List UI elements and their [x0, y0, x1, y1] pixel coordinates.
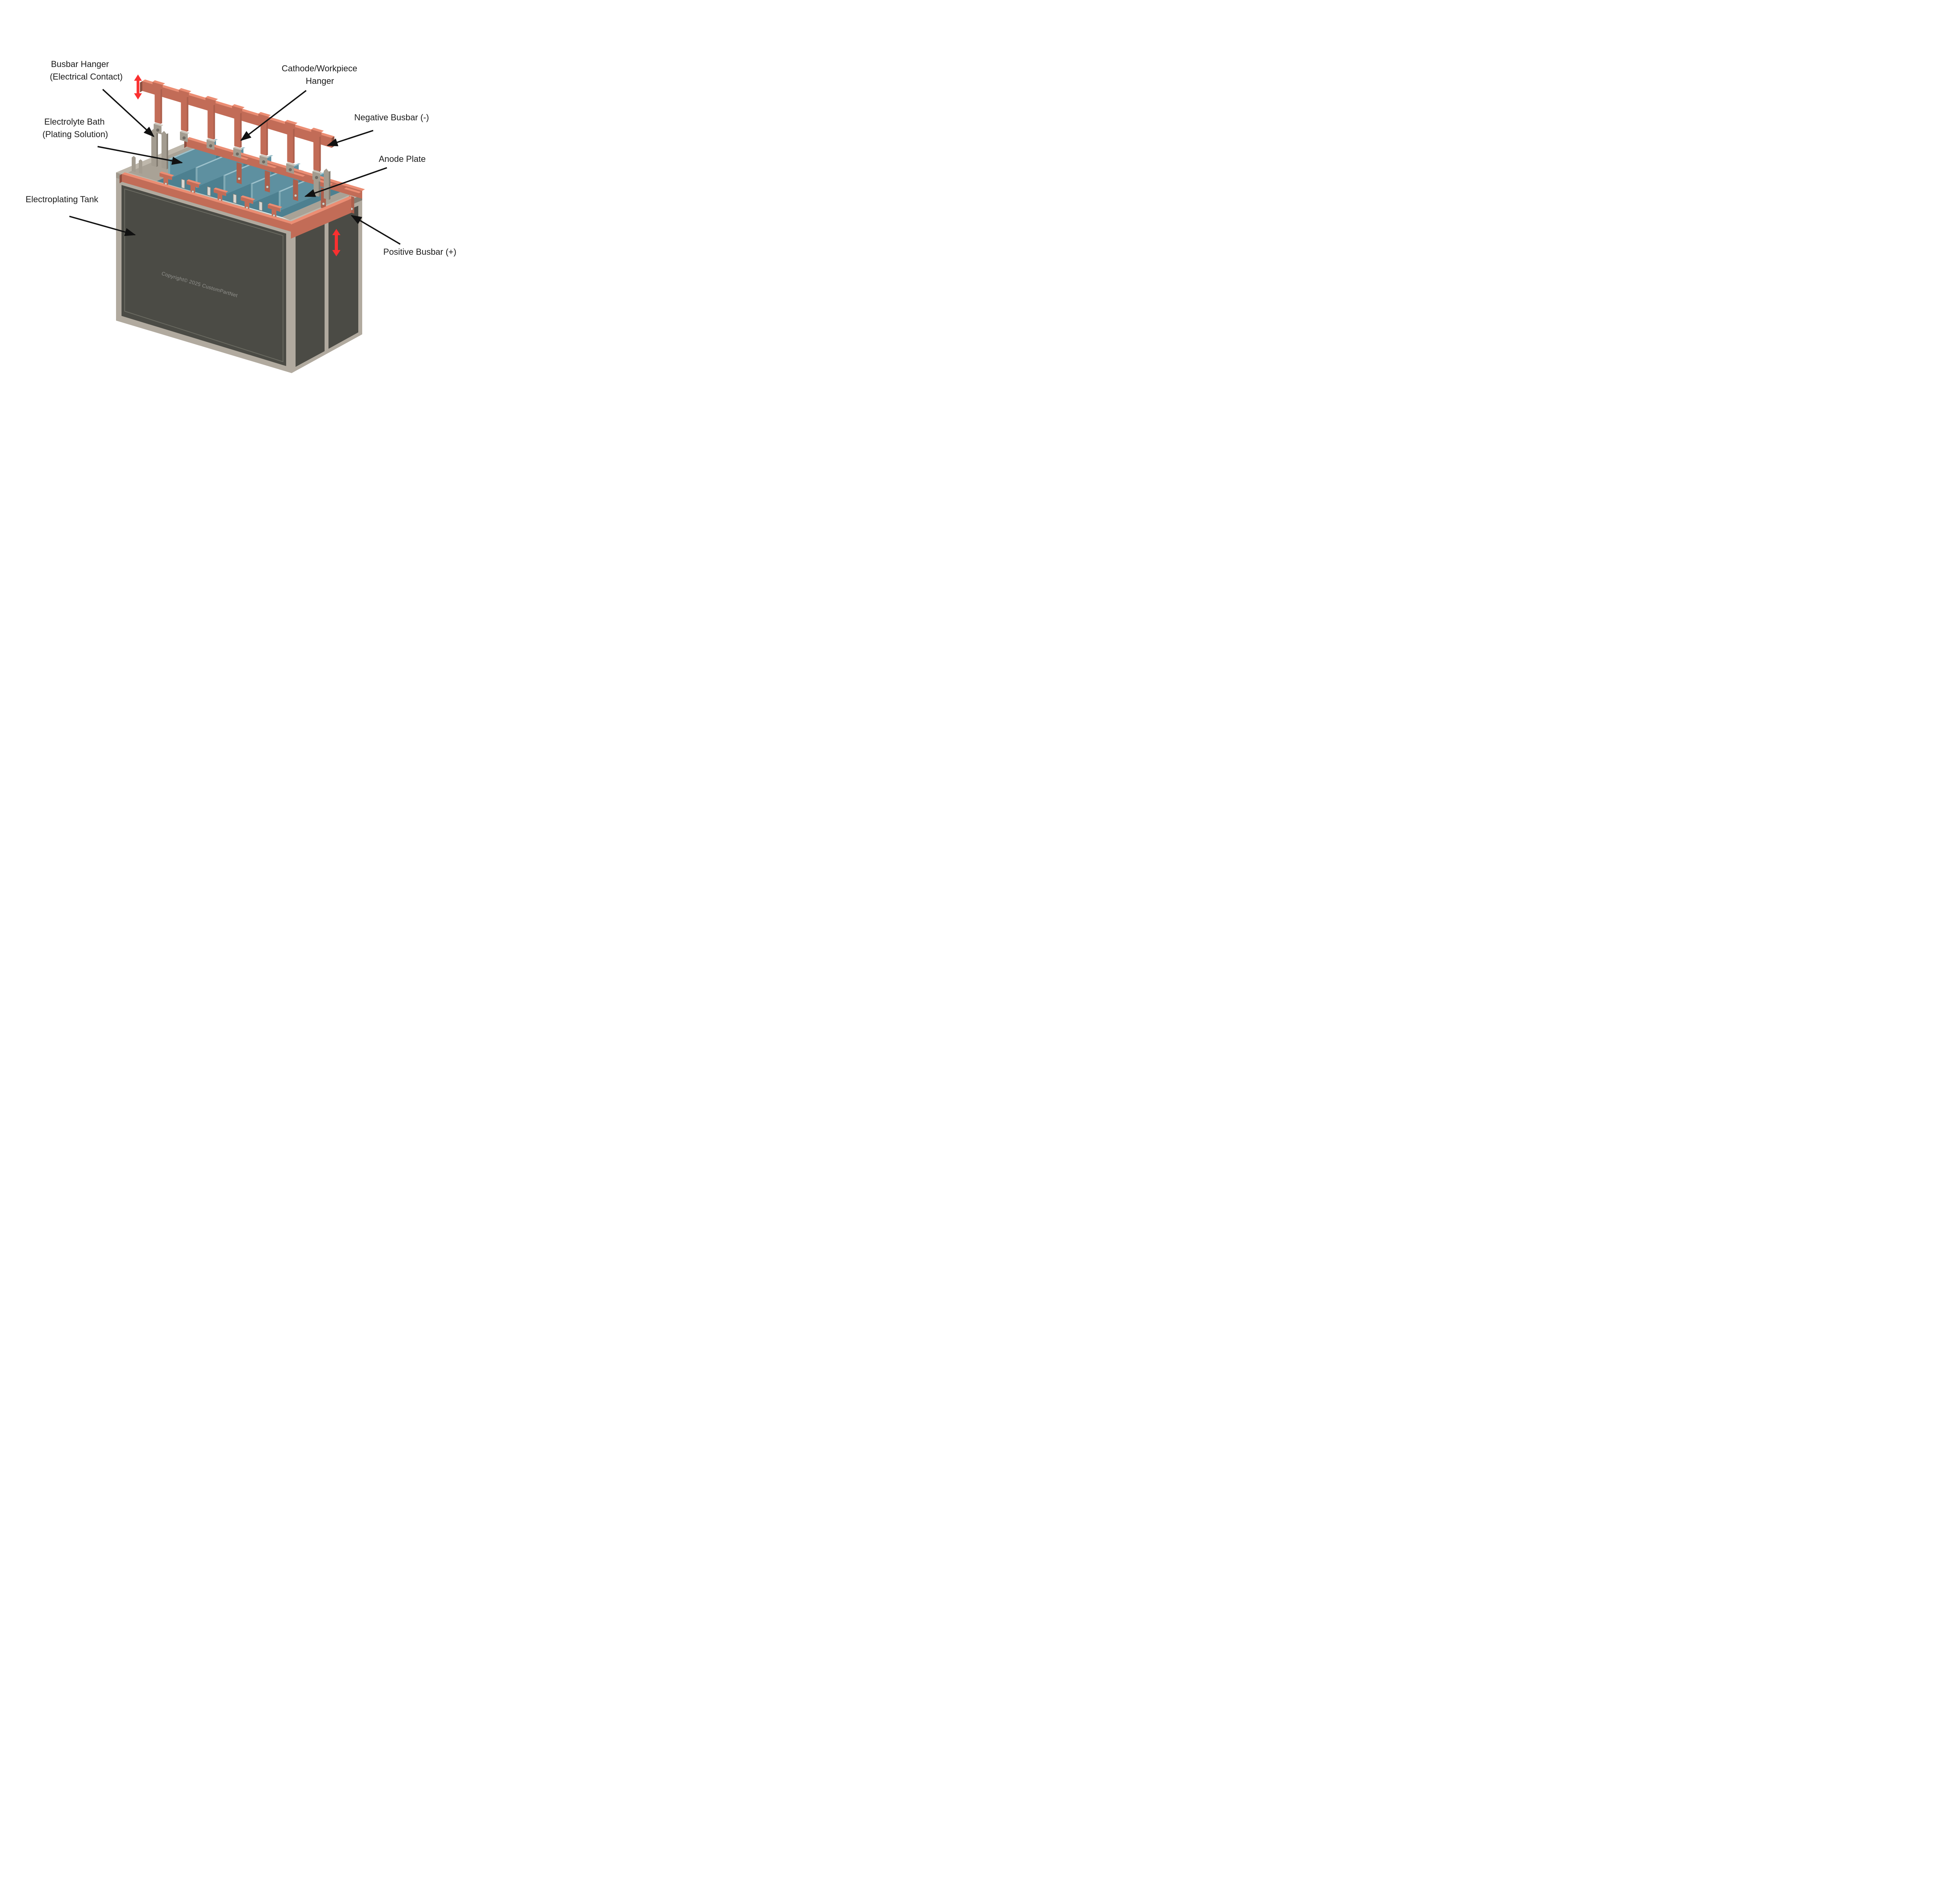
rim-post — [233, 194, 237, 204]
positive-busbar-end — [120, 174, 122, 183]
negative-busbar-end-right — [332, 136, 334, 148]
label-positive-busbar: Positive Busbar (+) — [383, 247, 456, 257]
tank-front-panel — [122, 185, 286, 366]
label-anode-plate: Anode Plate — [379, 154, 426, 164]
positive-busbar-wrap-face — [291, 199, 351, 239]
tank-right-panel-left — [296, 220, 325, 367]
tank-right-deck — [282, 191, 350, 220]
label-electrolyte-bath-line1: Electrolyte Bath — [44, 117, 105, 127]
rim-post — [259, 201, 263, 211]
label-electroplating-tank: Electroplating Tank — [25, 194, 98, 204]
cathode-hanger — [311, 127, 324, 182]
label-busbar-hanger-line2: (Electrical Contact) — [50, 72, 123, 82]
tank-front-groove — [124, 188, 283, 363]
arrow-positive-busbar — [350, 215, 401, 245]
arrow-electroplating-tank — [69, 216, 136, 236]
red-up-down-arrow-tank — [332, 229, 341, 256]
label-electrolyte-bath: Electrolyte Bath (Plating Solution) — [42, 117, 108, 139]
label-arrows — [69, 89, 401, 245]
arrow-busbar-hanger — [102, 89, 155, 137]
labels: Busbar Hanger (Electrical Contact) Catho… — [25, 59, 456, 257]
positive-busbar — [120, 172, 351, 239]
positive-busbar-front — [122, 174, 291, 232]
label-cathode-hanger-line2: Hanger — [306, 76, 334, 86]
negative-busbar-rack — [140, 79, 334, 182]
rim-post — [181, 179, 185, 189]
label-busbar-hanger-line1: Busbar Hanger — [51, 59, 109, 69]
cathode-hanger — [152, 80, 165, 134]
rim-corner-posts-left — [132, 156, 142, 174]
diagram-canvas: Busbar Hanger (Electrical Contact) Catho… — [25, 59, 456, 373]
arrow-cathode-hanger — [240, 90, 307, 141]
front-rim-posts — [181, 179, 263, 211]
label-busbar-hanger: Busbar Hanger (Electrical Contact) — [50, 59, 123, 82]
back-busbar-top — [187, 137, 365, 191]
positive-busbar-top — [122, 172, 294, 224]
label-negative-busbar: Negative Busbar (-) — [354, 112, 429, 122]
cathode-hanger — [179, 88, 191, 142]
red-up-down-arrow-rack — [134, 74, 142, 100]
cathode-hanger — [285, 120, 298, 174]
arrow-anode-plate — [304, 167, 387, 197]
cathode-hanger — [258, 112, 271, 166]
label-electrolyte-bath-line2: (Plating Solution) — [42, 129, 108, 139]
label-cathode-hanger: Cathode/Workpiece Hanger — [282, 63, 360, 86]
rim-post — [207, 186, 211, 196]
negative-busbar-end-left — [140, 81, 142, 92]
arrow-negative-busbar — [327, 130, 374, 147]
tank-right-panel-right — [328, 206, 358, 349]
arrow-electrolyte-bath — [97, 146, 183, 165]
label-cathode-hanger-line1: Cathode/Workpiece — [282, 63, 358, 73]
electroplating-diagram: Busbar Hanger (Electrical Contact) Catho… — [0, 0, 490, 379]
cathode-hanger — [205, 96, 218, 150]
positive-busbar-wrap-top — [291, 196, 351, 225]
